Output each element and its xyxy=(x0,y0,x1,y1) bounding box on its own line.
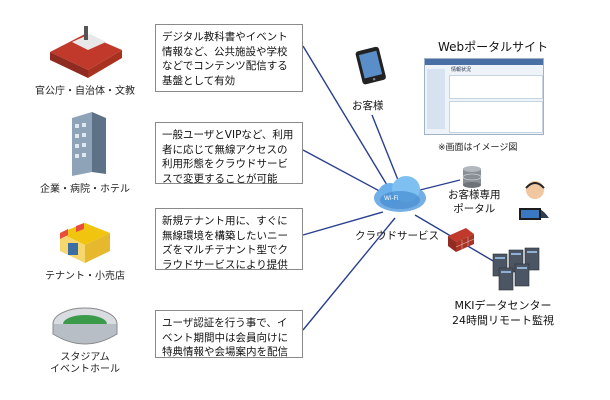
sector-gov: 官公庁・自治体・文教 xyxy=(10,12,160,97)
description-corp: 一般ユーザとVIPなど、利用者に応じて無線アクセスの利用形態をクラウドサービスで… xyxy=(155,122,303,185)
portal-note: ※画面はイメージ図 xyxy=(438,143,518,153)
line-customer-cloud xyxy=(371,114,399,181)
sector-tenant: テナント・小売店 xyxy=(10,205,160,285)
government-building-icon xyxy=(50,26,122,78)
retail-store-icon xyxy=(60,223,110,263)
office-tower-icon xyxy=(72,112,106,176)
sector-stadium-label: スタジアム イベントホール xyxy=(50,352,120,375)
cloud-label: クラウドサービス xyxy=(355,230,439,242)
sector-corp-label: 企業・病院・ホテル xyxy=(40,184,130,195)
line-stadium-cloud xyxy=(302,217,396,331)
line-corp-cloud xyxy=(302,149,386,195)
datacenter-label: MKIデータセンター 24時間リモート監視 xyxy=(452,299,554,327)
stadium-icon xyxy=(52,307,118,345)
sector-corp: 企業・病院・ホテル xyxy=(10,108,160,195)
description-stadium: ユーザ認証を行う事で、イベント期間中は会員向けに特典情報や会場案内を配信 xyxy=(155,310,303,358)
description-gov: デジタル教科書やイベント情報など、公共施設や学校などでコンテンツ配信する基盤とし… xyxy=(155,24,303,92)
line-cloud-portal xyxy=(419,179,461,191)
customer-label: お客様 xyxy=(352,100,384,112)
sector-stadium: スタジアム イベントホール xyxy=(10,296,160,396)
sector-tenant-label: テナント・小売店 xyxy=(45,271,125,282)
cloud-badge: Wi-Fi xyxy=(384,195,399,202)
portal-mock-heading: 情報状況 xyxy=(451,67,472,73)
portal-title: Webポータルサイト xyxy=(438,40,549,54)
line-tenant-cloud xyxy=(302,211,384,236)
description-tenant: 新規テナント用に、すぐに無線環境を構築したいニーズをマルチテナント型でクラウドサ… xyxy=(155,208,303,271)
sector-gov-label: 官公庁・自治体・文教 xyxy=(35,86,135,97)
portal-screenshot: 情報状況 xyxy=(424,58,544,135)
line-gov-cloud xyxy=(302,45,391,191)
customer-portal-label: お客様専用 ポータル xyxy=(448,189,501,215)
